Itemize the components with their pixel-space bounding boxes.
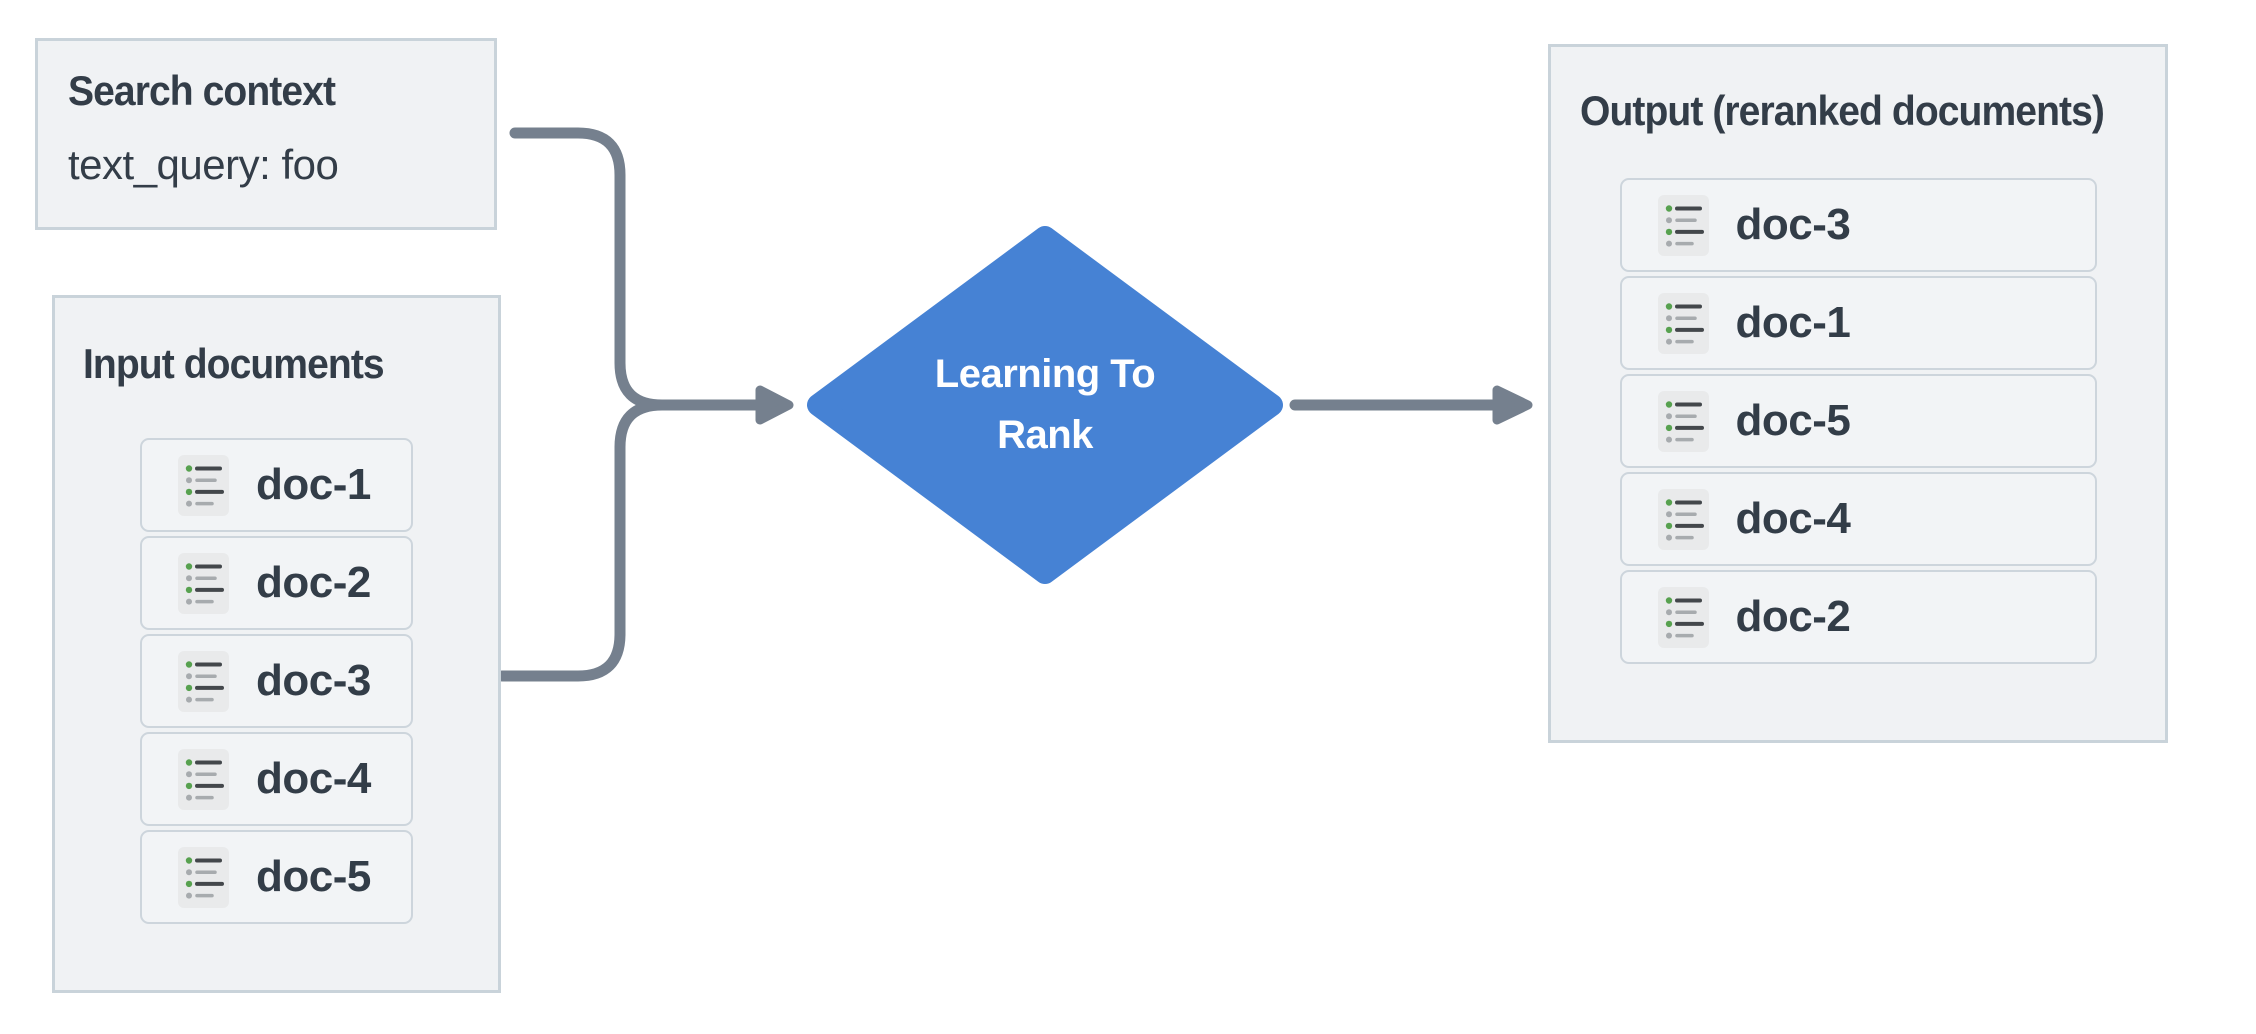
- learning-to-rank-diamond: [807, 226, 1283, 584]
- doc-label: doc-3: [256, 656, 371, 705]
- document-list-icon: [1657, 488, 1709, 550]
- input-documents-title: Input documents: [83, 340, 385, 387]
- search-context-query: text_query: foo: [68, 141, 339, 188]
- document-list-icon: [178, 454, 229, 516]
- doc-row: doc-4: [1619, 472, 2097, 566]
- doc-row: doc-1: [1619, 276, 2097, 370]
- document-list-icon: [1657, 586, 1709, 648]
- diamond-shape: [807, 226, 1283, 584]
- doc-row: doc-3: [140, 634, 413, 728]
- input-documents-panel: Input documents doc-1: [52, 295, 501, 993]
- doc-row: doc-5: [140, 830, 413, 924]
- doc-label: doc-1: [1735, 298, 1851, 347]
- doc-row: doc-3: [1619, 178, 2097, 272]
- doc-label: doc-1: [256, 460, 371, 509]
- input-doc-list: doc-1 doc-2: [140, 438, 413, 924]
- doc-row: doc-4: [140, 732, 413, 826]
- document-list-icon: [178, 650, 229, 712]
- output-panel: Output (reranked documents) doc-3: [1548, 44, 2168, 743]
- doc-label: doc-3: [1735, 200, 1851, 249]
- doc-label: doc-5: [256, 852, 371, 901]
- doc-label: doc-4: [256, 754, 371, 803]
- document-list-icon: [1657, 390, 1709, 452]
- doc-row: doc-1: [140, 438, 413, 532]
- doc-row: doc-5: [1619, 374, 2097, 468]
- arrowhead-into-diamond-icon: [755, 385, 794, 425]
- ltr-label-line1: Learning To: [934, 352, 1156, 396]
- learning-to-rank-label: Learning To Rank: [790, 215, 1300, 595]
- doc-row: doc-2: [140, 536, 413, 630]
- doc-label: doc-2: [256, 558, 371, 607]
- document-list-icon: [178, 846, 229, 908]
- doc-row: doc-2: [1619, 570, 2097, 664]
- ltr-label-line2: Rank: [997, 413, 1093, 457]
- search-context-panel: Search context text_query: foo: [35, 38, 497, 230]
- arrow-from-input-documents: [496, 399, 764, 682]
- arrow-from-search-context: [509, 127, 764, 411]
- output-title: Output (reranked documents): [1580, 87, 2105, 134]
- doc-label: doc-2: [1735, 592, 1851, 641]
- document-list-icon: [178, 552, 229, 614]
- arrowhead-into-output-icon: [1492, 385, 1533, 425]
- doc-label: doc-4: [1735, 494, 1851, 543]
- document-list-icon: [1657, 292, 1709, 354]
- document-list-icon: [1657, 194, 1709, 256]
- output-doc-list: doc-3 doc-1: [1619, 178, 2097, 664]
- document-list-icon: [178, 748, 229, 810]
- doc-label: doc-5: [1735, 396, 1851, 445]
- search-context-title: Search context: [68, 67, 336, 114]
